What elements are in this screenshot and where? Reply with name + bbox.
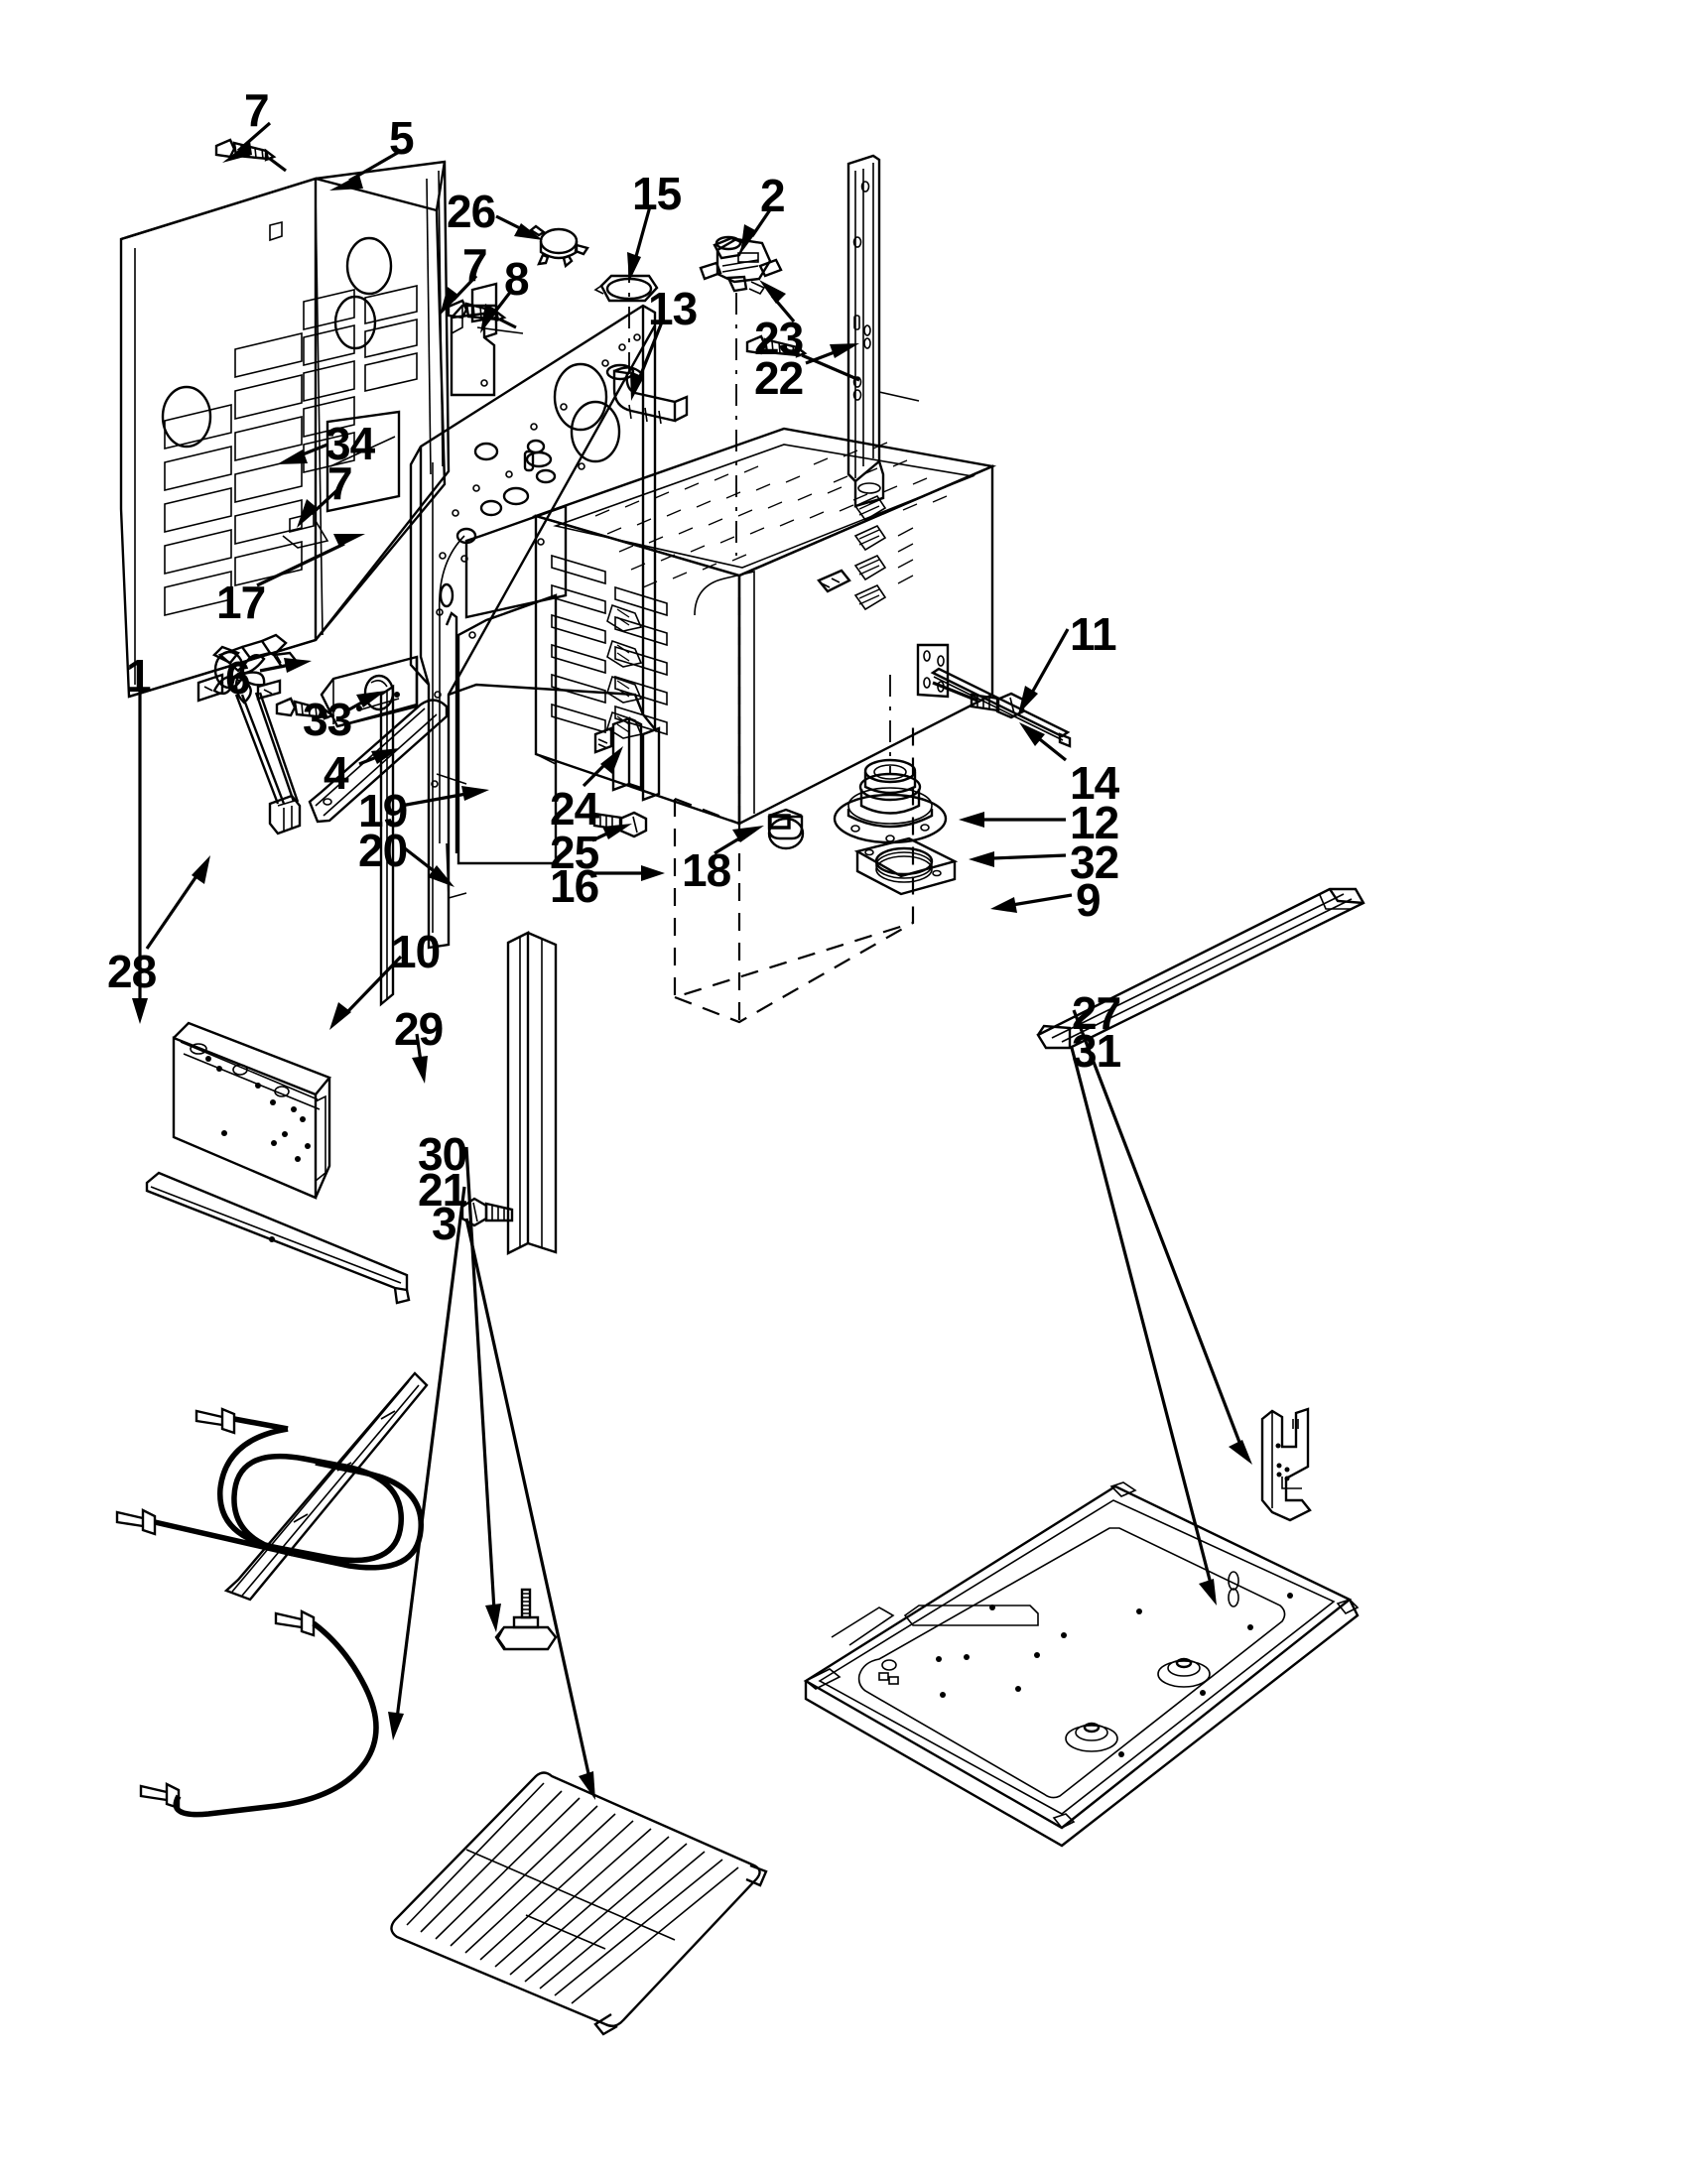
part-front-cross-rail bbox=[1036, 887, 1365, 1050]
part-broil-element bbox=[139, 1609, 379, 1818]
callout-25: 25 bbox=[550, 827, 599, 878]
callout-7-bracket: 7 bbox=[462, 239, 488, 291]
callout-15: 15 bbox=[632, 168, 682, 219]
callout-6: 6 bbox=[225, 652, 251, 704]
callout-16: 16 bbox=[550, 860, 599, 912]
part-screw-25 bbox=[592, 811, 648, 838]
part-thermal-clip bbox=[528, 224, 589, 269]
callout-29: 29 bbox=[394, 1003, 444, 1055]
part-fan-cover bbox=[320, 655, 419, 728]
callout-19: 19 bbox=[358, 785, 408, 836]
callout-7-cover: 7 bbox=[327, 457, 353, 509]
part-oven-bottom-pan bbox=[803, 1481, 1360, 1848]
callout-13: 13 bbox=[648, 283, 698, 334]
callout-11: 11 bbox=[1070, 608, 1117, 660]
callout-22: 22 bbox=[754, 352, 804, 404]
callout-5: 5 bbox=[389, 112, 415, 164]
callout-4: 4 bbox=[324, 747, 349, 799]
callout-30: 30 bbox=[418, 1128, 467, 1180]
part-leveling-leg-bracket bbox=[1260, 1407, 1312, 1522]
part-burner-orifice-holder bbox=[833, 675, 948, 844]
part-screw-14 bbox=[932, 681, 1025, 719]
callout-20: 20 bbox=[358, 825, 408, 876]
part-fan-wire-harness bbox=[234, 692, 302, 835]
part-leveling-leg bbox=[494, 1588, 558, 1651]
part-side-panel-edge bbox=[379, 684, 395, 1007]
callout-33: 33 bbox=[303, 694, 352, 745]
callout-17: 17 bbox=[216, 577, 266, 628]
callout-27: 27 bbox=[1072, 987, 1121, 1039]
part-oven-rack bbox=[390, 1771, 768, 2036]
part-oven-lamp-bulb bbox=[767, 808, 805, 850]
callout-7-top: 7 bbox=[244, 84, 270, 136]
part-burner-gasket-plate bbox=[853, 836, 959, 896]
callout-32: 32 bbox=[1070, 836, 1119, 888]
callout-9: 9 bbox=[1076, 874, 1102, 926]
callout-21: 21 bbox=[418, 1164, 467, 1216]
part-element-support-rail bbox=[223, 1371, 429, 1602]
part-screw-20 bbox=[460, 1197, 514, 1227]
callout-10: 10 bbox=[391, 926, 441, 977]
part-vent-tube-elbow bbox=[605, 363, 689, 425]
callout-8: 8 bbox=[504, 253, 530, 305]
callout-23: 23 bbox=[754, 313, 804, 364]
callout-34: 34 bbox=[325, 418, 375, 469]
callout-18: 18 bbox=[682, 844, 731, 896]
part-channel-bracket bbox=[506, 931, 558, 1255]
part-frame-panel bbox=[409, 304, 657, 950]
part-kick-plate-trim bbox=[145, 1171, 411, 1305]
callout-26: 26 bbox=[447, 186, 496, 237]
callout-12: 12 bbox=[1070, 797, 1119, 848]
callout-31: 31 bbox=[1072, 1025, 1121, 1077]
part-side-rail-bracket bbox=[846, 154, 920, 508]
part-rear-panel bbox=[119, 160, 451, 699]
callout-3: 3 bbox=[432, 1198, 457, 1249]
callout-24: 24 bbox=[550, 783, 599, 835]
callout-28: 28 bbox=[107, 946, 157, 997]
leader-lines bbox=[132, 121, 1252, 1800]
part-oven-cavity-liner bbox=[532, 427, 997, 1024]
part-gas-valve-regulator bbox=[699, 235, 783, 556]
part-screw-7c bbox=[275, 697, 335, 720]
callout-1: 1 bbox=[126, 650, 152, 702]
callout-2: 2 bbox=[760, 170, 786, 221]
callout-14: 14 bbox=[1070, 757, 1119, 809]
part-screw-7a bbox=[214, 138, 287, 173]
part-support-rod bbox=[916, 643, 1072, 748]
part-front-frame-rail bbox=[172, 1021, 331, 1200]
